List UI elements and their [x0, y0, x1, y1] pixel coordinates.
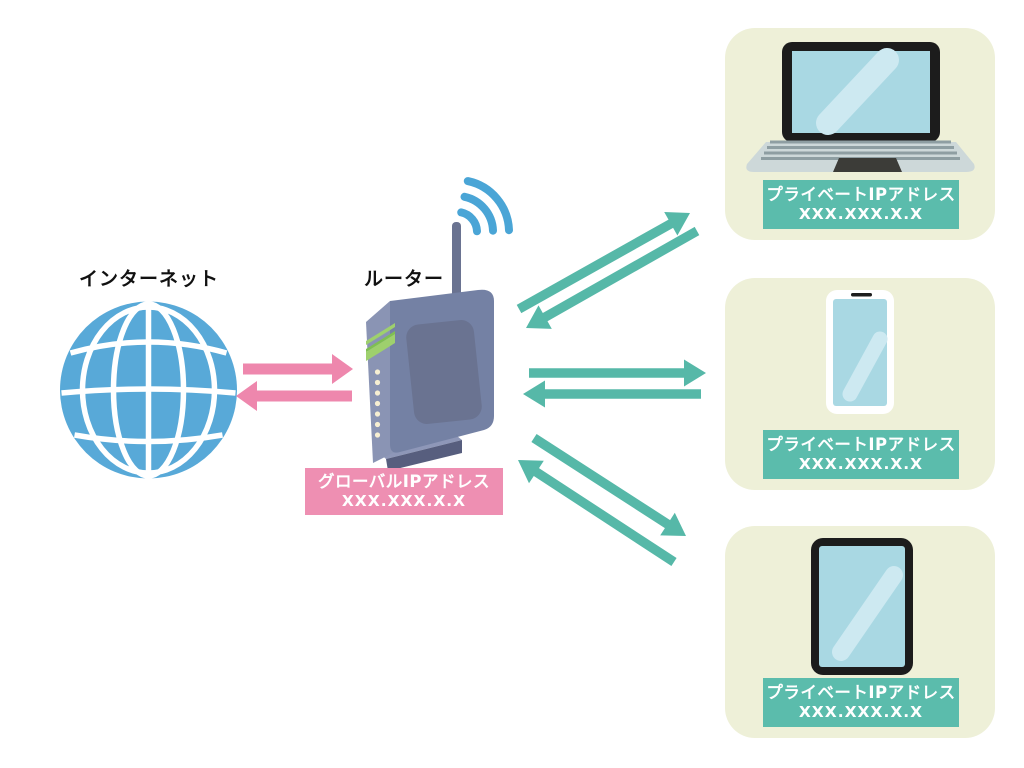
- internet-label: インターネット: [79, 268, 220, 290]
- private-ip-label-tablet: プライベートIPアドレス XXX.XXX.X.X: [763, 678, 959, 727]
- private-ip-value: XXX.XXX.X.X: [798, 703, 924, 722]
- device-card-laptop: プライベートIPアドレス XXX.XXX.X.X: [725, 28, 995, 240]
- arrow-laptop-to-router: [526, 226, 700, 329]
- router-label: ルーター: [364, 268, 445, 290]
- global-ip-value: XXX.XXX.X.X: [341, 492, 467, 511]
- private-ip-title: プライベートIPアドレス: [766, 682, 956, 702]
- private-ip-title: プライベートIPアドレス: [766, 184, 956, 204]
- global-ip-title: グローバルIPアドレス: [317, 471, 491, 491]
- private-ip-label-laptop: プライベートIPアドレス XXX.XXX.X.X: [763, 180, 959, 229]
- arrow-tablet-to-router: [518, 460, 677, 566]
- device-card-smartphone: プライベートIPアドレス XXX.XXX.X.X: [725, 278, 995, 490]
- arrow-router-to-tablet: [531, 434, 686, 536]
- router-icon: [366, 177, 513, 471]
- global-ip-label: グローバルIPアドレス XXX.XXX.X.X: [305, 468, 503, 515]
- private-ip-value: XXX.XXX.X.X: [798, 455, 924, 474]
- private-ip-title: プライベートIPアドレス: [766, 434, 956, 454]
- private-ip-label-smartphone: プライベートIPアドレス XXX.XXX.X.X: [763, 430, 959, 479]
- device-card-tablet: プライベートIPアドレス XXX.XXX.X.X: [725, 526, 995, 738]
- globe-icon: [60, 301, 237, 479]
- private-ip-value: XXX.XXX.X.X: [798, 205, 924, 224]
- arrow-smartphone-to-router: [523, 380, 701, 408]
- arrow-router-to-smartphone: [529, 359, 706, 387]
- arrow-internet-to-router: [243, 354, 353, 384]
- arrow-router-to-laptop: [516, 212, 690, 314]
- wifi-icon: [457, 177, 513, 236]
- arrow-router-to-internet: [236, 381, 352, 411]
